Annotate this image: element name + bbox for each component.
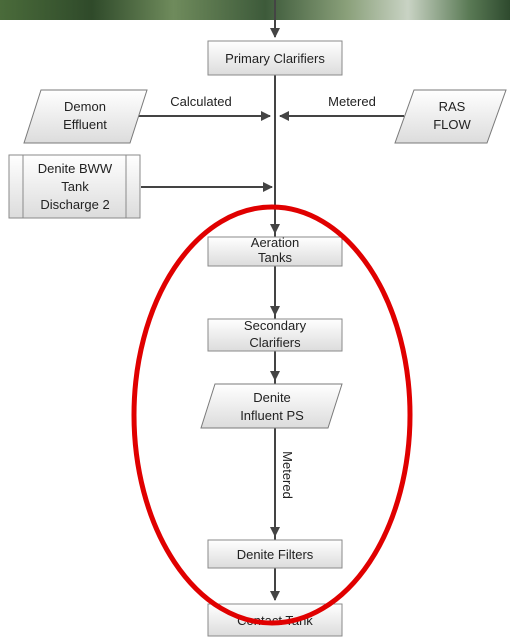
node-aeration-tanks: Aeration Tanks — [207, 235, 343, 267]
svg-text:Clarifiers: Clarifiers — [249, 335, 301, 350]
background-photo-strip — [0, 0, 510, 20]
node-primary-clarifiers: Primary Clarifiers — [207, 40, 343, 76]
node-ras-flow: RAS FLOW — [394, 89, 507, 144]
node-denite-filters: Denite Filters — [207, 539, 343, 569]
svg-text:Denite BWW: Denite BWW — [38, 161, 113, 176]
edge-label-metered-ras: Metered — [328, 94, 376, 109]
svg-text:Denite Filters: Denite Filters — [237, 547, 314, 562]
svg-text:Tank: Tank — [61, 179, 89, 194]
svg-text:Aeration: Aeration — [251, 235, 299, 250]
node-denite-influent-ps: Denite Influent PS — [200, 383, 343, 429]
highlight-ellipse — [131, 204, 413, 626]
svg-text:FLOW: FLOW — [433, 117, 471, 132]
svg-text:Tanks: Tanks — [258, 250, 292, 265]
svg-text:Demon: Demon — [64, 99, 106, 114]
svg-text:Effluent: Effluent — [63, 117, 107, 132]
node-denite-bww-tank-discharge: Denite BWW Tank Discharge 2 — [8, 154, 141, 219]
svg-text:Secondary: Secondary — [244, 318, 307, 333]
svg-text:Denite: Denite — [253, 390, 291, 405]
svg-text:Discharge 2: Discharge 2 — [40, 197, 109, 212]
svg-text:Influent PS: Influent PS — [240, 408, 304, 423]
node-secondary-clarifiers: Secondary Clarifiers — [207, 318, 343, 352]
svg-text:RAS: RAS — [439, 99, 466, 114]
svg-text:Primary Clarifiers: Primary Clarifiers — [225, 51, 325, 66]
node-demon-effluent: Demon Effluent — [23, 89, 148, 144]
edge-label-calculated: Calculated — [170, 94, 231, 109]
edge-label-metered-vertical: Metered — [280, 451, 295, 499]
